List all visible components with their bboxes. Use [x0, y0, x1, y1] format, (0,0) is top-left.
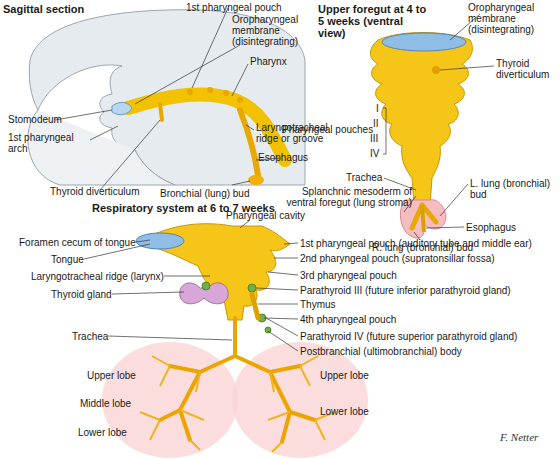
structure-label: Esophagus	[258, 152, 308, 163]
oropharyngeal-membrane	[382, 33, 466, 51]
panel-heading: Sagittal section	[3, 3, 84, 15]
structure-label: Trachea	[72, 331, 108, 342]
structure-label: Parathyroid III (future inferior parathy…	[300, 285, 511, 296]
structure-label: IV	[370, 148, 379, 159]
structure-label: Oropharyngeal membrane (disintegrating)	[232, 14, 308, 47]
structure-label: Lower lobe	[78, 427, 127, 438]
foregut-shape	[370, 33, 472, 206]
structure-label: Parathyroid IV (future superior parathyr…	[300, 331, 517, 342]
structure-label: II	[373, 118, 379, 129]
structure-label: Upper lobe	[87, 370, 136, 381]
structure-label: Trachea	[346, 172, 382, 183]
structure-label: Esophagus	[466, 222, 516, 233]
structure-label: Stomodeum	[8, 114, 62, 125]
structure-label: Middle lobe	[80, 398, 131, 409]
structure-label: Pharynx	[250, 56, 287, 67]
structure-label: 2nd pharyngeal pouch (supratonsillar fos…	[300, 253, 495, 264]
structure-label: I	[376, 103, 379, 114]
bronchial-tree	[160, 318, 315, 442]
structure-label: Thyroid diverticulum	[50, 186, 139, 197]
structure-label: Pharyngeal pouches	[282, 124, 373, 135]
structure-label: Foramen cecum of tongue	[19, 237, 136, 248]
structure-label: Thyroid diverticulum	[496, 58, 556, 80]
lung-glow	[232, 342, 368, 458]
signature: F. Netter	[500, 432, 538, 443]
structure-label: 4th pharyngeal pouch	[300, 314, 396, 325]
stomodeum	[112, 102, 132, 114]
structure-label: Postbranchial (ultimobranchial) body	[300, 346, 462, 357]
structure-label: Oropharyngeal membrane (disintegrating)	[468, 2, 556, 35]
thyroid-bud	[432, 66, 440, 74]
structure-label: Laryngotracheal ridge (larynx)	[31, 271, 164, 282]
laryngotracheal-groove	[240, 110, 258, 175]
bronchial-twigs	[140, 356, 335, 452]
thymus	[252, 294, 258, 318]
lung-bud	[248, 175, 264, 185]
structure-label: Pharyngeal cavity	[226, 210, 305, 221]
tongue	[136, 233, 184, 249]
structure-label: Splanchnic mesoderm of ventral foregut (…	[284, 186, 412, 208]
structure-label: Lower lobe	[320, 406, 369, 417]
esophagus	[422, 205, 424, 232]
structure-label: 1st pharyngeal pouch (auditory tube and …	[300, 238, 532, 249]
pouch-dots	[187, 87, 243, 103]
structure-label: L. lung (bronchial) bud	[470, 178, 554, 200]
thyroid-diverticulum	[160, 104, 162, 120]
structure-label: III	[370, 133, 378, 144]
structure-label: Thymus	[300, 299, 336, 310]
structure-label: Thyroid gland	[51, 289, 112, 300]
structure-label: Tongue	[51, 254, 84, 265]
structure-label: 1st pharyngeal arch	[8, 132, 88, 154]
structure-label: 3rd pharyngeal pouch	[300, 270, 397, 281]
panel-heading: Upper foregut at 4 to 5 weeks (ventral v…	[318, 3, 430, 39]
thyroid-gland	[180, 283, 228, 304]
structure-label: Upper lobe	[320, 370, 369, 381]
structure-label: Bronchial (lung) bud	[160, 188, 250, 199]
structure-label: 1st pharyngeal pouch	[186, 2, 282, 13]
